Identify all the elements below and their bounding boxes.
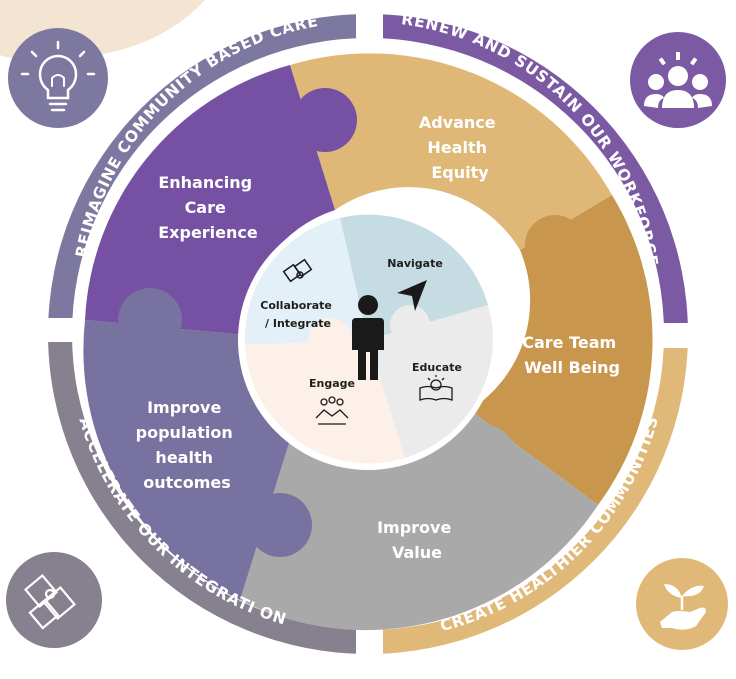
knob-bottom bbox=[455, 425, 515, 485]
person-icon bbox=[352, 295, 384, 380]
handshake-group-icon bbox=[315, 396, 349, 425]
center-label-navigate: Navigate bbox=[387, 257, 443, 270]
knob-left bbox=[248, 493, 312, 557]
puzzle-piece-top-left bbox=[85, 65, 335, 335]
knob-right bbox=[525, 215, 585, 275]
puzzle-pieces-icon bbox=[23, 573, 77, 630]
lightbulb-icon bbox=[20, 40, 96, 112]
puzzle-label-top-left: Enhancing Care Experience bbox=[158, 173, 258, 242]
puzzle-ring bbox=[83, 53, 653, 631]
team-icon bbox=[644, 52, 712, 108]
puzzle-icon bbox=[282, 258, 313, 283]
puzzle-pieces-badge bbox=[6, 552, 102, 648]
puzzle-label-right: Care Team Well Being bbox=[522, 333, 622, 377]
team-badge bbox=[630, 32, 726, 128]
puzzle-piece-top bbox=[290, 53, 612, 250]
book-lightbulb-icon bbox=[419, 375, 453, 401]
center-label-engage: Engage bbox=[309, 377, 355, 390]
knob-top-left bbox=[293, 88, 357, 152]
inner-quadrant-collaborate bbox=[244, 218, 368, 345]
hand-plant-icon bbox=[660, 584, 706, 630]
inner-quadrant-educate bbox=[368, 305, 493, 458]
hand-plant-badge bbox=[636, 558, 728, 650]
puzzle-label-left: Improve population health outcomes bbox=[136, 398, 239, 492]
puzzle-piece-right bbox=[470, 195, 653, 505]
puzzle-label-bottom: Improve Value bbox=[377, 518, 457, 562]
puzzle-label-top: Advance Health Equity bbox=[419, 113, 501, 182]
knob-top-left-lower bbox=[118, 288, 182, 352]
center-label-collaborate: Collaborate / Integrate bbox=[260, 299, 335, 330]
lightbulb-badge bbox=[8, 28, 108, 128]
navigation-arrow-icon bbox=[397, 280, 427, 311]
puzzle-piece-left bbox=[83, 320, 290, 600]
center-label-educate: Educate bbox=[412, 361, 462, 374]
